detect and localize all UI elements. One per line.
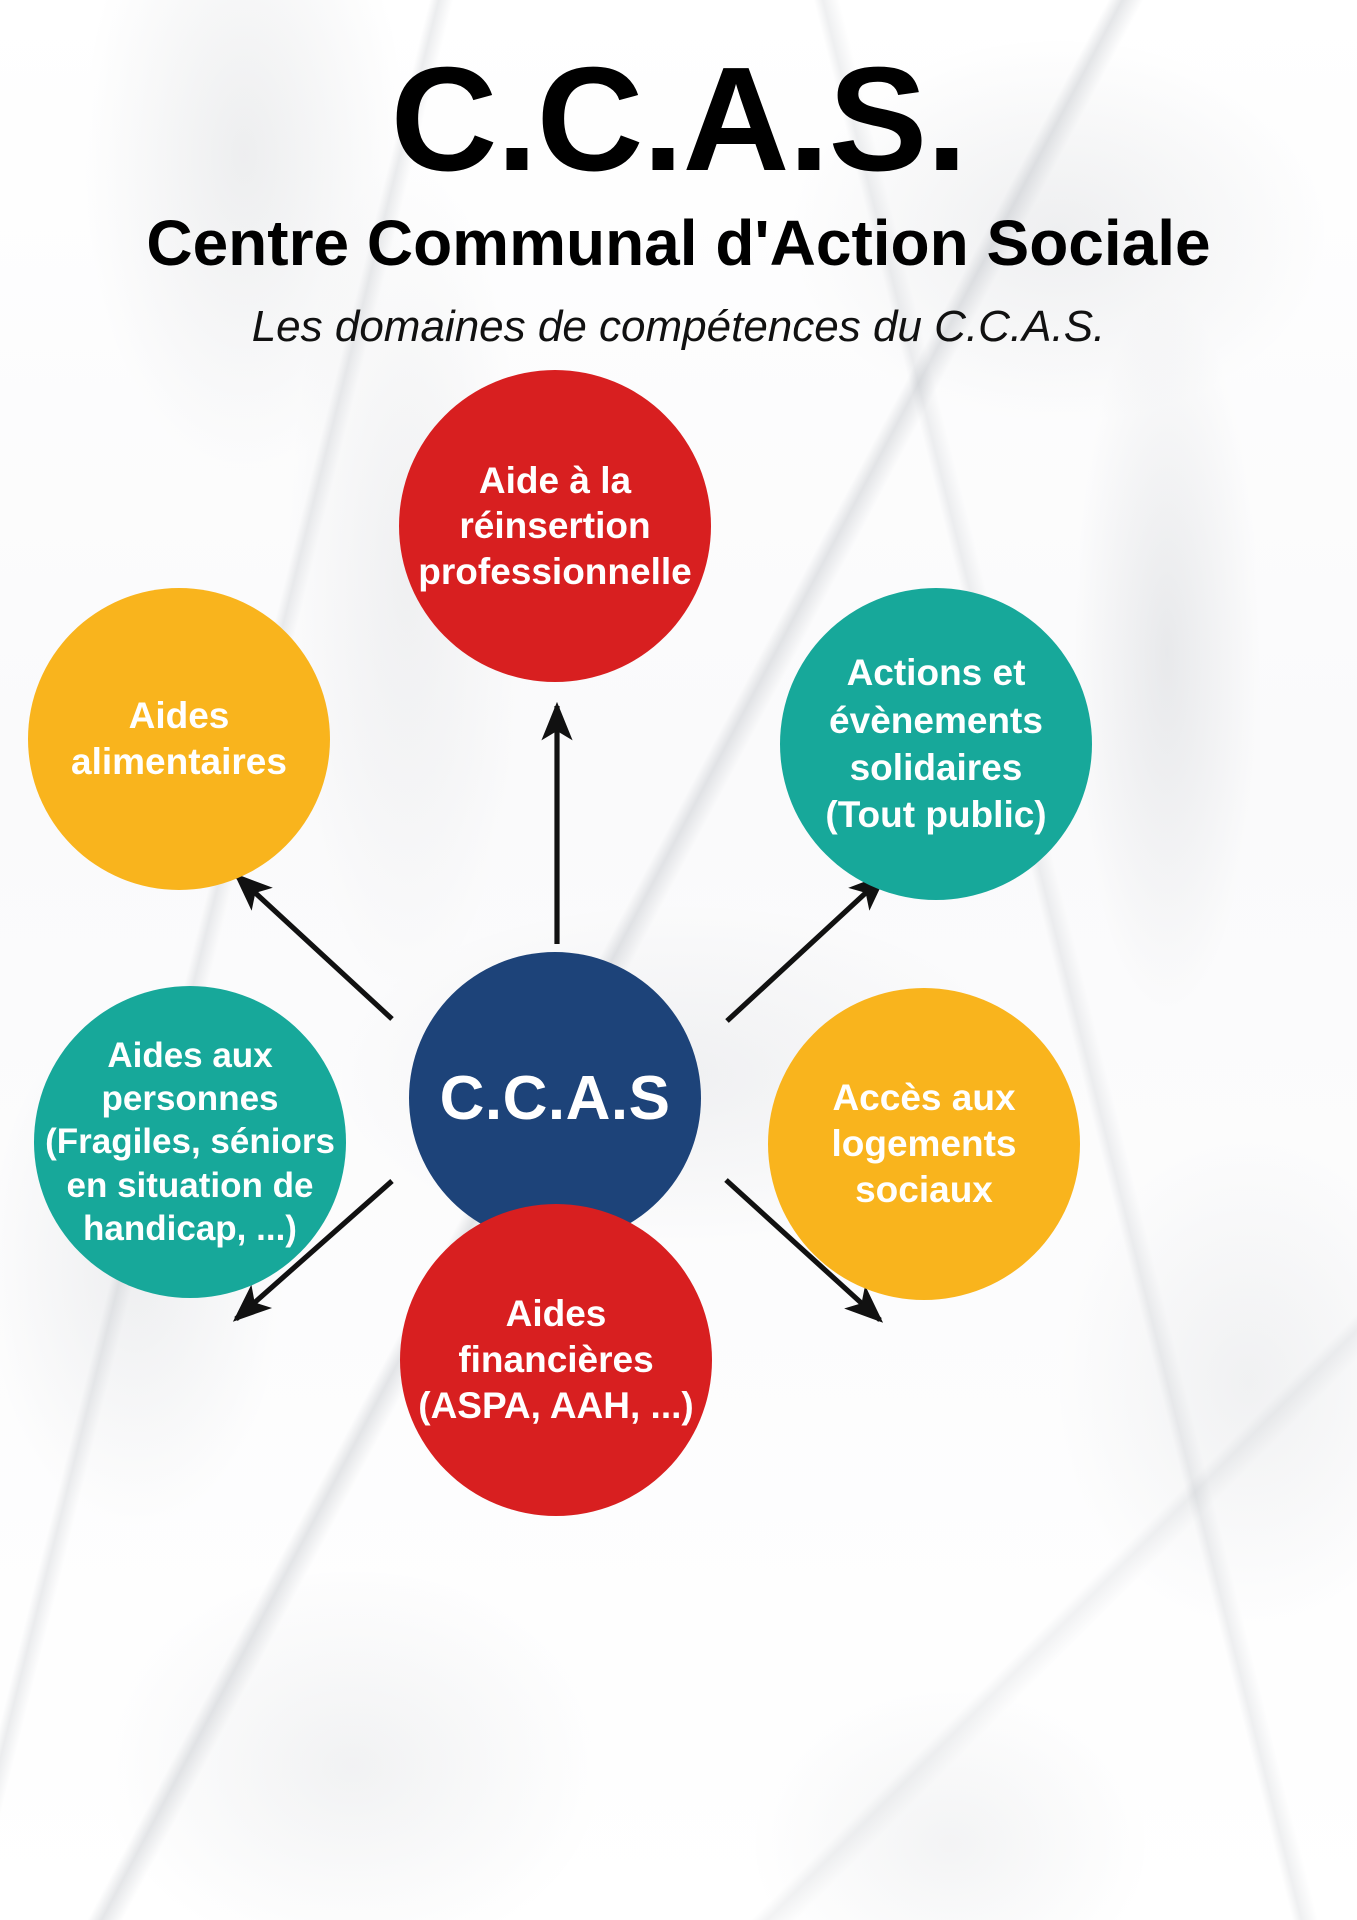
center-node-label: C.C.A.S [439, 1063, 671, 1133]
node-aides-financieres[interactable]: Aides financières (ASPA, AAH, ...) [400, 1204, 712, 1516]
node-label-acces-logements-sociaux: Accès aux logements sociaux [831, 1076, 1017, 1211]
page-subtitle: Centre Communal d'Action Sociale [146, 207, 1211, 279]
node-acces-logements-sociaux[interactable]: Accès aux logements sociaux [768, 988, 1080, 1300]
node-label-aides-alimentaires: Aides alimentaires [71, 694, 287, 782]
page-title: C.C.A.S. [390, 37, 968, 202]
node-aides-aux-personnes[interactable]: Aides aux personnes (Fragiles, séniors e… [34, 986, 346, 1298]
center-node-ccas[interactable]: C.C.A.S [409, 952, 701, 1244]
node-label-aide-reinsertion-professionnelle: Aide à la réinsertion professionnelle [418, 460, 692, 592]
node-aides-alimentaires[interactable]: Aides alimentaires [28, 588, 330, 890]
node-actions-evenements-solidaires[interactable]: Actions et évènements solidaires (Tout p… [780, 588, 1092, 900]
node-label-aides-financieres: Aides financières (ASPA, AAH, ...) [418, 1292, 694, 1427]
arrow-to-actions [725, 873, 888, 1023]
node-label-actions-evenements-solidaires: Actions et évènements solidaires (Tout p… [825, 652, 1047, 836]
node-aide-reinsertion-professionnelle[interactable]: Aide à la réinsertion professionnelle [399, 370, 711, 682]
node-label-aides-aux-personnes: Aides aux personnes (Fragiles, séniors e… [45, 1035, 335, 1249]
arrow-to-alimentaires [233, 873, 394, 1021]
page-tagline: Les domaines de compétences du C.C.A.S. [251, 302, 1106, 352]
poster-header: C.C.A.S. Centre Communal d'Action Social… [0, 0, 1357, 352]
